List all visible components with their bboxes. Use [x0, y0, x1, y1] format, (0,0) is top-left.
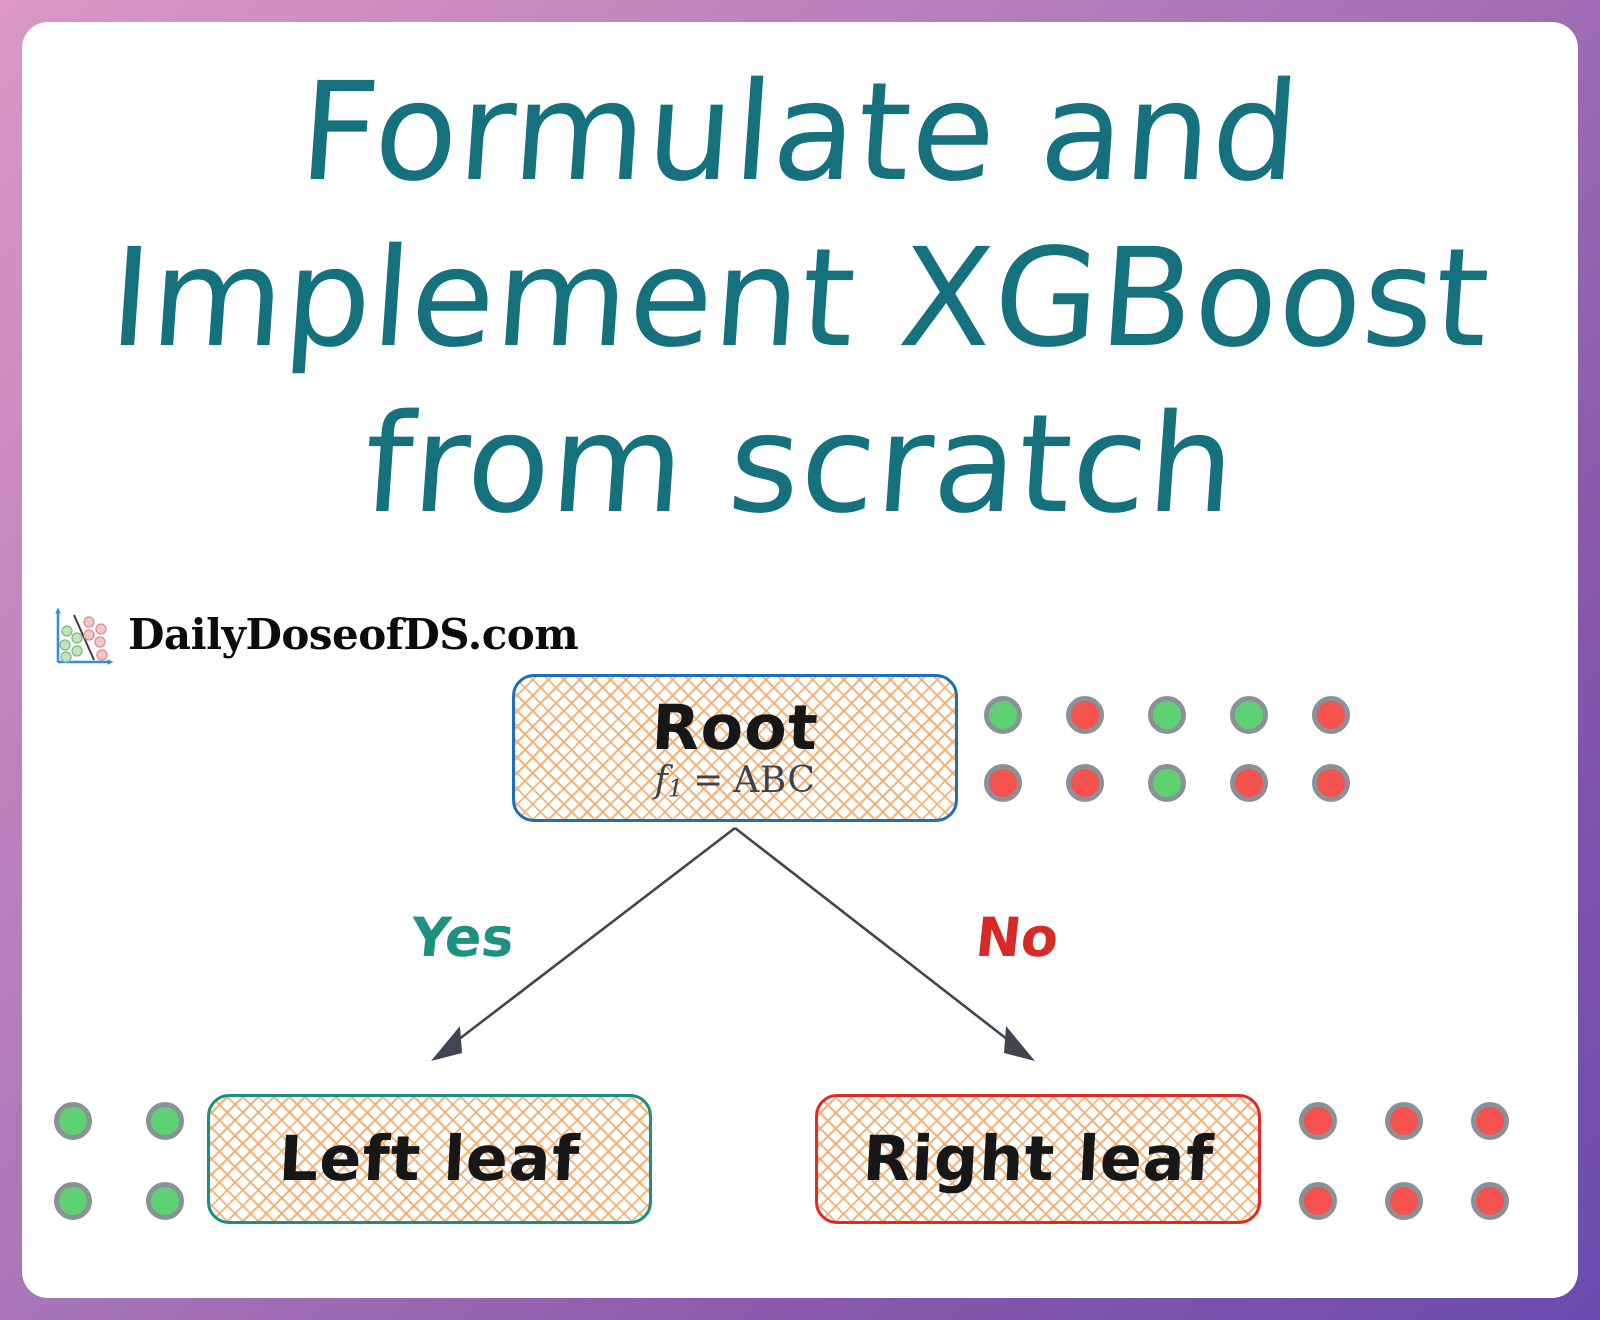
right-leaf-label: Right leaf: [860, 1122, 1216, 1196]
data-point-dot: [54, 1102, 92, 1140]
data-point-dot: [1148, 764, 1186, 802]
tree-node-left-leaf[interactable]: Left leaf: [207, 1094, 652, 1224]
data-point-dot: [1148, 696, 1186, 734]
root-label: Root: [649, 690, 821, 764]
formula-operator: =: [693, 759, 724, 801]
data-point-dot: [1385, 1102, 1423, 1140]
data-point-dot: [1299, 1182, 1337, 1220]
data-point-dot: [146, 1182, 184, 1220]
poster-canvas: Formulate and Implement XGBoost from scr…: [22, 22, 1578, 1298]
data-point-dot: [1471, 1102, 1509, 1140]
data-point-dot: [984, 764, 1022, 802]
scatter-plot-icon: [55, 607, 114, 665]
left-leaf-label: Left leaf: [277, 1122, 582, 1196]
branch-label-yes: Yes: [407, 906, 518, 969]
formula-subscript: 1: [667, 774, 684, 803]
dot-cluster-root: [984, 696, 1350, 802]
root-formula: f1 =ABC: [654, 759, 816, 803]
dot-cluster-left-leaf: [54, 1102, 184, 1220]
data-point-dot: [984, 696, 1022, 734]
formula-value: ABC: [733, 759, 816, 801]
data-point-dot: [1299, 1102, 1337, 1140]
data-point-dot: [1066, 696, 1104, 734]
branch-label-no: No: [972, 906, 1062, 969]
data-point-dot: [1066, 764, 1104, 802]
data-point-dot: [1471, 1182, 1509, 1220]
data-point-dot: [1230, 764, 1268, 802]
data-point-dot: [1312, 764, 1350, 802]
tree-node-right-leaf[interactable]: Right leaf: [815, 1094, 1261, 1224]
data-point-dot: [1385, 1182, 1423, 1220]
formula-symbol: f: [654, 759, 668, 801]
data-point-dot: [146, 1102, 184, 1140]
brand-name: DailyDoseofDS.com: [128, 610, 579, 659]
dot-cluster-right-leaf: [1299, 1102, 1509, 1220]
data-point-dot: [54, 1182, 92, 1220]
brand-logo: DailyDoseofDS.com: [50, 602, 579, 668]
decision-tree-diagram: Root f1 =ABC Yes No Left leaf Right leaf: [22, 22, 1578, 1298]
tree-node-root[interactable]: Root f1 =ABC: [512, 674, 958, 822]
data-point-dot: [1230, 696, 1268, 734]
data-point-dot: [1312, 696, 1350, 734]
